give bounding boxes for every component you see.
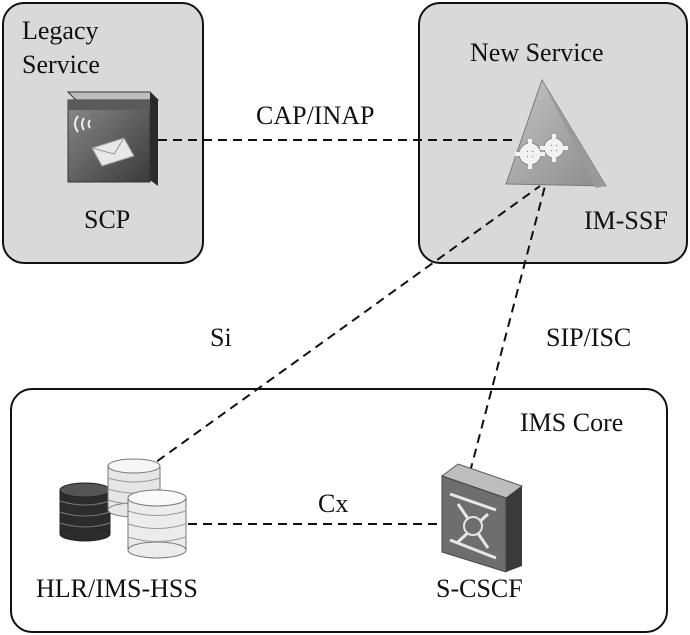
imssf-gears-icon bbox=[505, 78, 607, 188]
si-label: Si bbox=[210, 323, 232, 352]
hlr-ims-hss-label: HLR/IMS-HSS bbox=[36, 574, 198, 603]
scscf-switch-icon bbox=[440, 463, 524, 573]
scp-server-icon bbox=[66, 91, 160, 186]
scp-label: SCP bbox=[84, 205, 131, 234]
sip-isc-label: SIP/ISC bbox=[546, 323, 632, 352]
si-link bbox=[144, 185, 541, 471]
new-service-title: New Service bbox=[470, 38, 604, 67]
ims-core-title: IMS Core bbox=[520, 408, 624, 437]
imssf-label: IM-SSF bbox=[584, 206, 668, 235]
legacy-service-title-line1: Legacy bbox=[22, 16, 99, 45]
hlr-database-icon bbox=[59, 458, 187, 559]
cap-inap-label: CAP/INAP bbox=[256, 101, 375, 130]
s-cscf-label: S-CSCF bbox=[436, 574, 523, 603]
cx-label: Cx bbox=[318, 489, 349, 518]
sip-isc-link bbox=[469, 185, 546, 473]
legacy-service-title-line2: Service bbox=[22, 50, 100, 79]
